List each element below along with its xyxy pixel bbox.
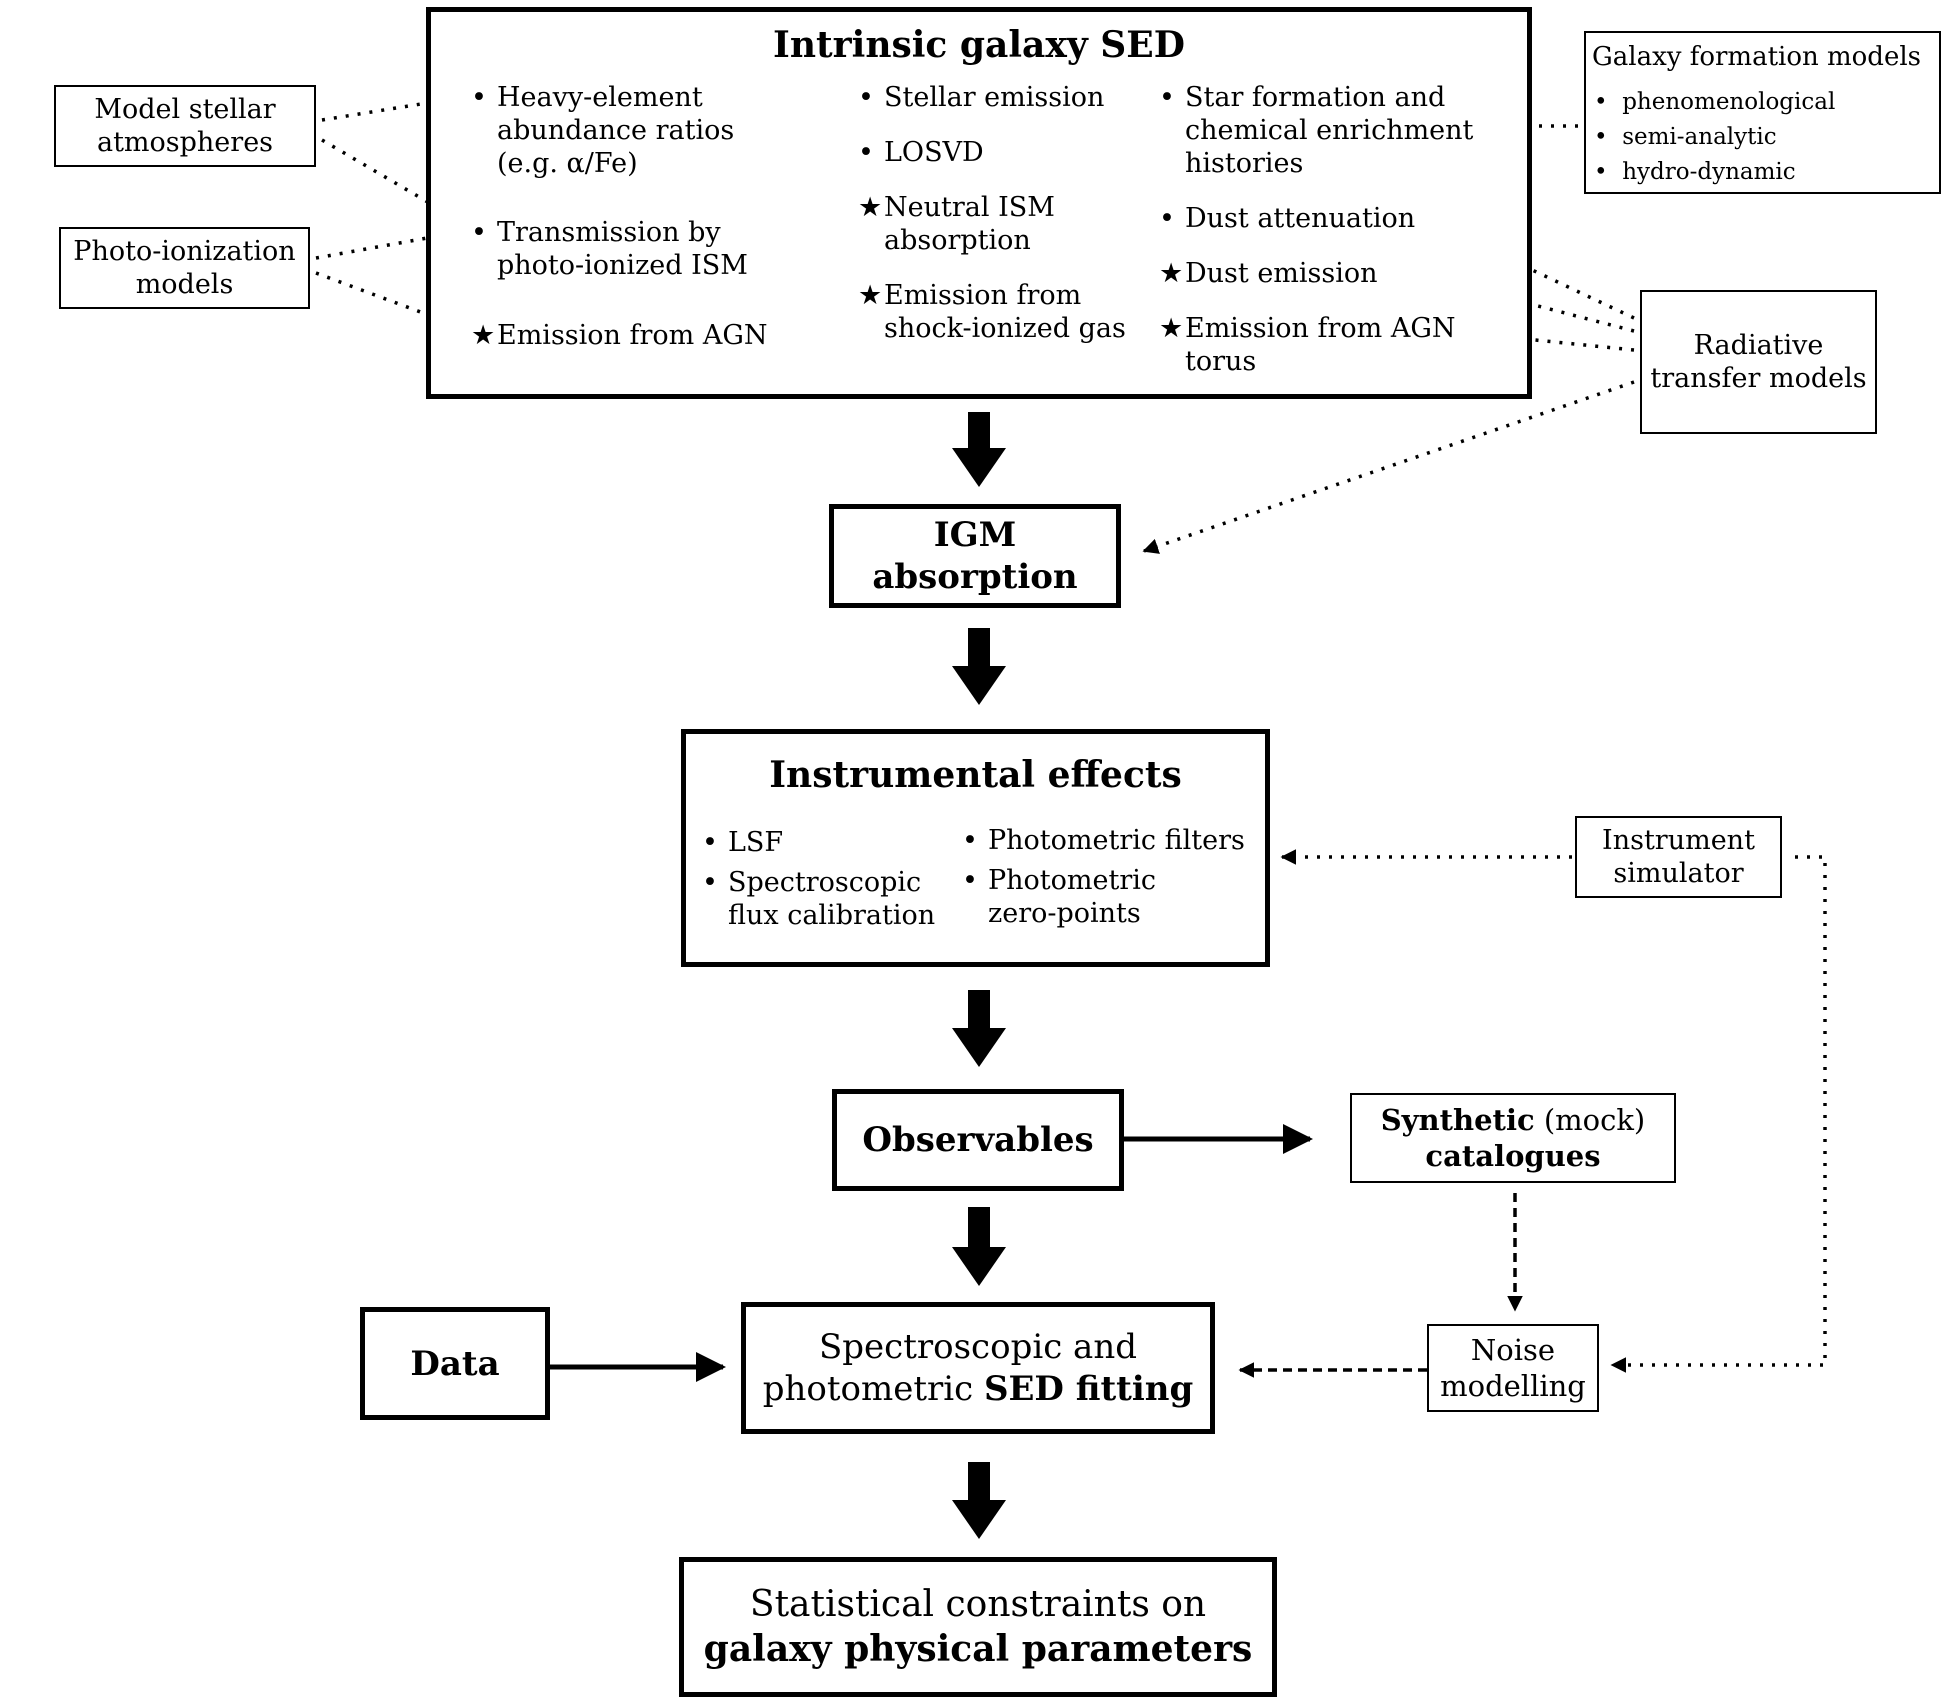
statistical-constraints-box: Statistical constraints on galaxy physic… bbox=[679, 1557, 1277, 1697]
radiative-transfer-box: Radiative transfer models bbox=[1640, 290, 1877, 434]
flow-arrow-igm-to-instrumental bbox=[952, 628, 1006, 705]
sed-fitting-box: Spectroscopic and photometric SED fittin… bbox=[741, 1302, 1215, 1434]
flow-arrow-sedfit-to-stats bbox=[952, 1462, 1006, 1539]
instrumental-effects-title: Instrumental effects bbox=[769, 754, 1182, 796]
galaxy-formation-item: • hydro-dynamic bbox=[1594, 159, 1796, 185]
galaxy-formation-title: Galaxy formation models bbox=[1592, 42, 1921, 72]
arrow-radiative-to-igm bbox=[1142, 380, 1635, 554]
flow-arrow-intrinsic-to-igm bbox=[952, 412, 1006, 487]
observables-box: Observables bbox=[832, 1089, 1124, 1191]
noise-modelling-box: Noise modelling bbox=[1427, 1324, 1599, 1412]
photo-ionization-box: Photo-ionization models bbox=[59, 227, 310, 309]
igm-absorption-box: IGM absorption bbox=[829, 504, 1121, 608]
arrow-instrument-to-noise bbox=[1610, 855, 1827, 1373]
synthetic-catalogues-box: Synthetic (mock) catalogues bbox=[1350, 1093, 1676, 1183]
flow-arrow-observables-to-sedfit bbox=[952, 1207, 1006, 1286]
instrument-simulator-box: Instrument simulator bbox=[1575, 816, 1782, 898]
galaxy-formation-item: • phenomenological bbox=[1594, 89, 1836, 115]
data-box: Data bbox=[360, 1307, 550, 1420]
galaxy-formation-box: Galaxy formation models • phenomenologic… bbox=[1584, 31, 1941, 194]
instrumental-effects-box: Instrumental effects • LSF • Spectroscop… bbox=[681, 729, 1270, 967]
arrow-photo-to-agn bbox=[315, 271, 460, 329]
galaxy-formation-item: • semi-analytic bbox=[1594, 124, 1777, 150]
flow-arrow-instrumental-to-observables bbox=[952, 990, 1006, 1067]
intrinsic-sed-title: Intrinsic galaxy SED bbox=[773, 24, 1185, 66]
stellar-atmospheres-box: Model stellar atmospheres bbox=[54, 85, 316, 167]
arrow-stellar-to-transmission bbox=[321, 138, 457, 220]
